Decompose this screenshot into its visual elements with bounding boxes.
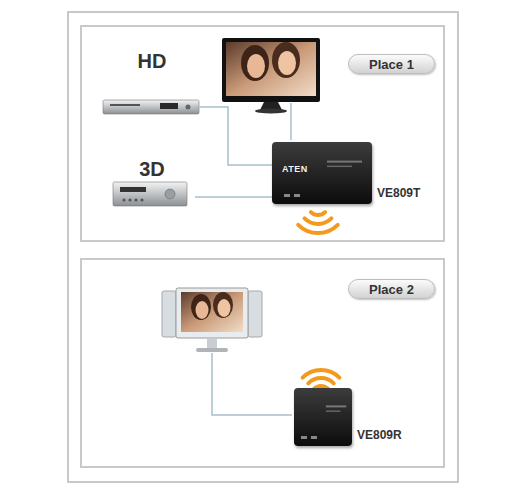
dvd-player	[103, 100, 199, 114]
format-label: 3D	[109, 158, 195, 181]
wireless-waves	[298, 212, 338, 233]
place-panel: VE809R Place 2	[80, 258, 445, 468]
wireless-waves	[303, 370, 340, 389]
place-tag: Place 2	[348, 279, 435, 299]
place-name: Place 2	[369, 282, 414, 297]
format-label: HD	[109, 50, 195, 73]
model-label: VE809R	[357, 425, 402, 443]
av-cable	[195, 196, 272, 198]
hdmi-wire	[212, 353, 292, 415]
tv-place-2	[162, 288, 262, 352]
source-circle: 3D	[109, 150, 195, 236]
model-number: VE809R	[357, 428, 402, 442]
outer-frame	[68, 12, 458, 482]
brand-logo: ATEN	[282, 164, 308, 174]
tv-place-1	[222, 38, 320, 114]
hdmi-wire	[290, 103, 292, 140]
transmitter-box: VE809TATEN	[272, 142, 372, 204]
model-label: VE809T	[377, 183, 420, 201]
av-cable	[195, 107, 272, 165]
place-name: Place 1	[369, 57, 414, 72]
format-name: 3D	[139, 158, 165, 180]
blu-ray-player	[113, 182, 187, 206]
format-name: HD	[138, 50, 167, 72]
place-tag: Place 1	[348, 54, 435, 74]
model-number: VE809T	[377, 186, 420, 200]
device-detail	[294, 388, 352, 446]
receiver-box: VE809R	[294, 388, 352, 446]
source-circle: HD	[109, 40, 195, 126]
place-panel: HD3DVE809TATENPlace 1	[80, 25, 445, 242]
